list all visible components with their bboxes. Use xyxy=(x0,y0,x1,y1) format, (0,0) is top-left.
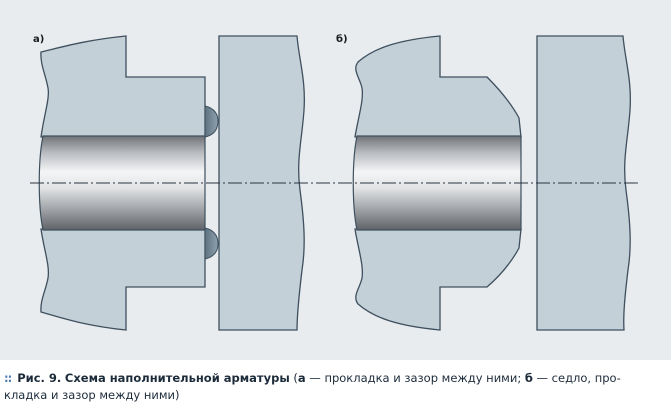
filling-valve-diagram: а) б) xyxy=(0,0,671,360)
figure-caption: ::Рис. 9. Схема наполнительной арматуры … xyxy=(4,370,664,404)
part-a-lower-housing xyxy=(40,228,206,331)
caption-title: Схема наполнительной арматуры xyxy=(64,371,290,385)
caption-line2: кладка и зазор между ними) xyxy=(4,388,180,402)
caption-desc-b: — седло, про- xyxy=(532,371,621,385)
part-b-lower-housing xyxy=(354,228,522,331)
part-a-upper-gasket xyxy=(204,105,219,138)
part-a-lower-gasket xyxy=(204,227,219,260)
part-a-upper-housing xyxy=(40,35,206,138)
caption-key-a: а xyxy=(297,371,306,385)
diagram-canvas xyxy=(30,35,638,331)
part-b-label: б) xyxy=(336,34,348,45)
caption-marker: :: xyxy=(4,371,12,385)
part-b-upper-housing xyxy=(354,35,522,138)
caption-figure-number: Рис. 9. xyxy=(17,371,62,385)
caption-desc-a: — прокладка и зазор между ними; xyxy=(305,371,525,385)
caption-open-paren: ( xyxy=(289,371,298,385)
part-a-label: а) xyxy=(33,34,45,45)
caption-key-b: б xyxy=(524,371,533,385)
